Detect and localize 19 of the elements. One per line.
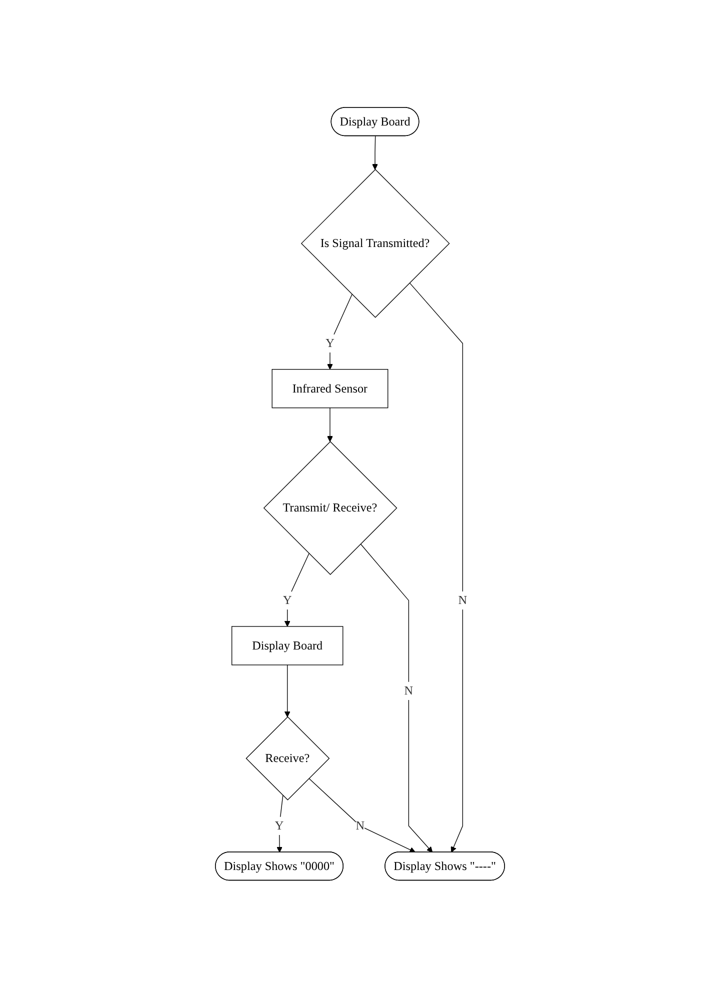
node-diamond: Receive? xyxy=(245,716,330,800)
node-box: Infrared Sensor xyxy=(271,368,388,408)
node-diamond: Is Signal Transmitted? xyxy=(300,168,450,318)
edge-label: Y xyxy=(274,818,284,832)
arrow xyxy=(372,135,378,170)
edge-label: N xyxy=(355,818,364,832)
arrow xyxy=(326,407,332,442)
edge-label: Y xyxy=(325,336,334,350)
arrow xyxy=(408,282,462,852)
arrow xyxy=(308,778,416,852)
edge-label: Y xyxy=(282,593,292,607)
node-diamond: Transmit/ Receive? xyxy=(262,440,397,575)
edge-label: N xyxy=(404,684,413,698)
node-box: Display Board xyxy=(231,626,343,665)
arrow xyxy=(360,543,432,852)
edge-label: N xyxy=(458,593,467,607)
arrow xyxy=(326,294,352,370)
arrow xyxy=(284,552,309,626)
arrow xyxy=(284,664,290,717)
